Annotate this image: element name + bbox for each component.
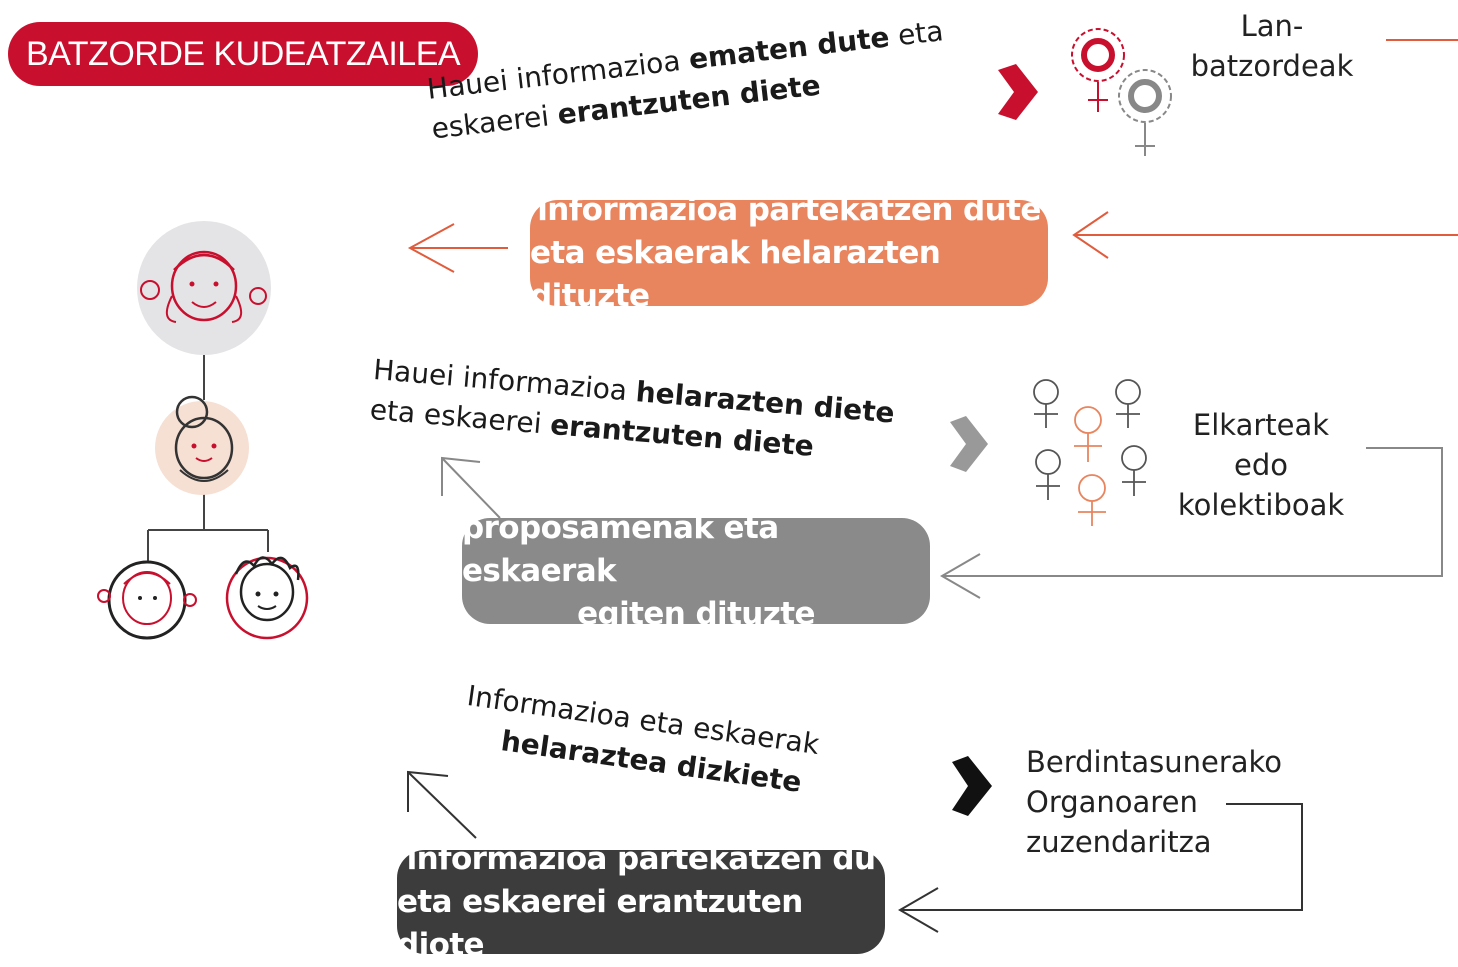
elkarteak-incoming-pill: proposamenak eta eskaerak egiten dituzte (462, 510, 930, 632)
org-chart (97, 221, 309, 640)
red-chevron-icon (998, 64, 1038, 120)
middle-person-icon (155, 395, 249, 495)
berdintasun-incoming-pill: informazioa partekatzen du eta eskaerei … (397, 841, 885, 963)
elkarteak-connectors (441, 447, 1443, 599)
people-group-icon (1033, 379, 1147, 526)
gray-chevron-icon (950, 416, 988, 472)
lan-connectors (407, 39, 1458, 273)
berdintasun-label: Berdintasunerako Organoaren zuzendaritza (1026, 745, 1283, 859)
committee-title: BATZORDE KUDEATZAILEA (8, 22, 478, 86)
bottom-left-person-icon (97, 560, 197, 640)
bottom-right-person-icon (225, 556, 309, 640)
gender-gear-icon (1071, 28, 1172, 156)
head-person-icon (137, 221, 271, 355)
black-chevron-icon (952, 756, 992, 816)
lan-incoming-pill: informazioa partekatzen dute eta eskaera… (530, 192, 1048, 314)
lan-batzordeak-label: Lan- batzordeak (1190, 9, 1354, 83)
berdintasun-connectors (407, 770, 1303, 933)
elkarteak-label: Elkarteak edo kolektiboak (1177, 408, 1345, 522)
